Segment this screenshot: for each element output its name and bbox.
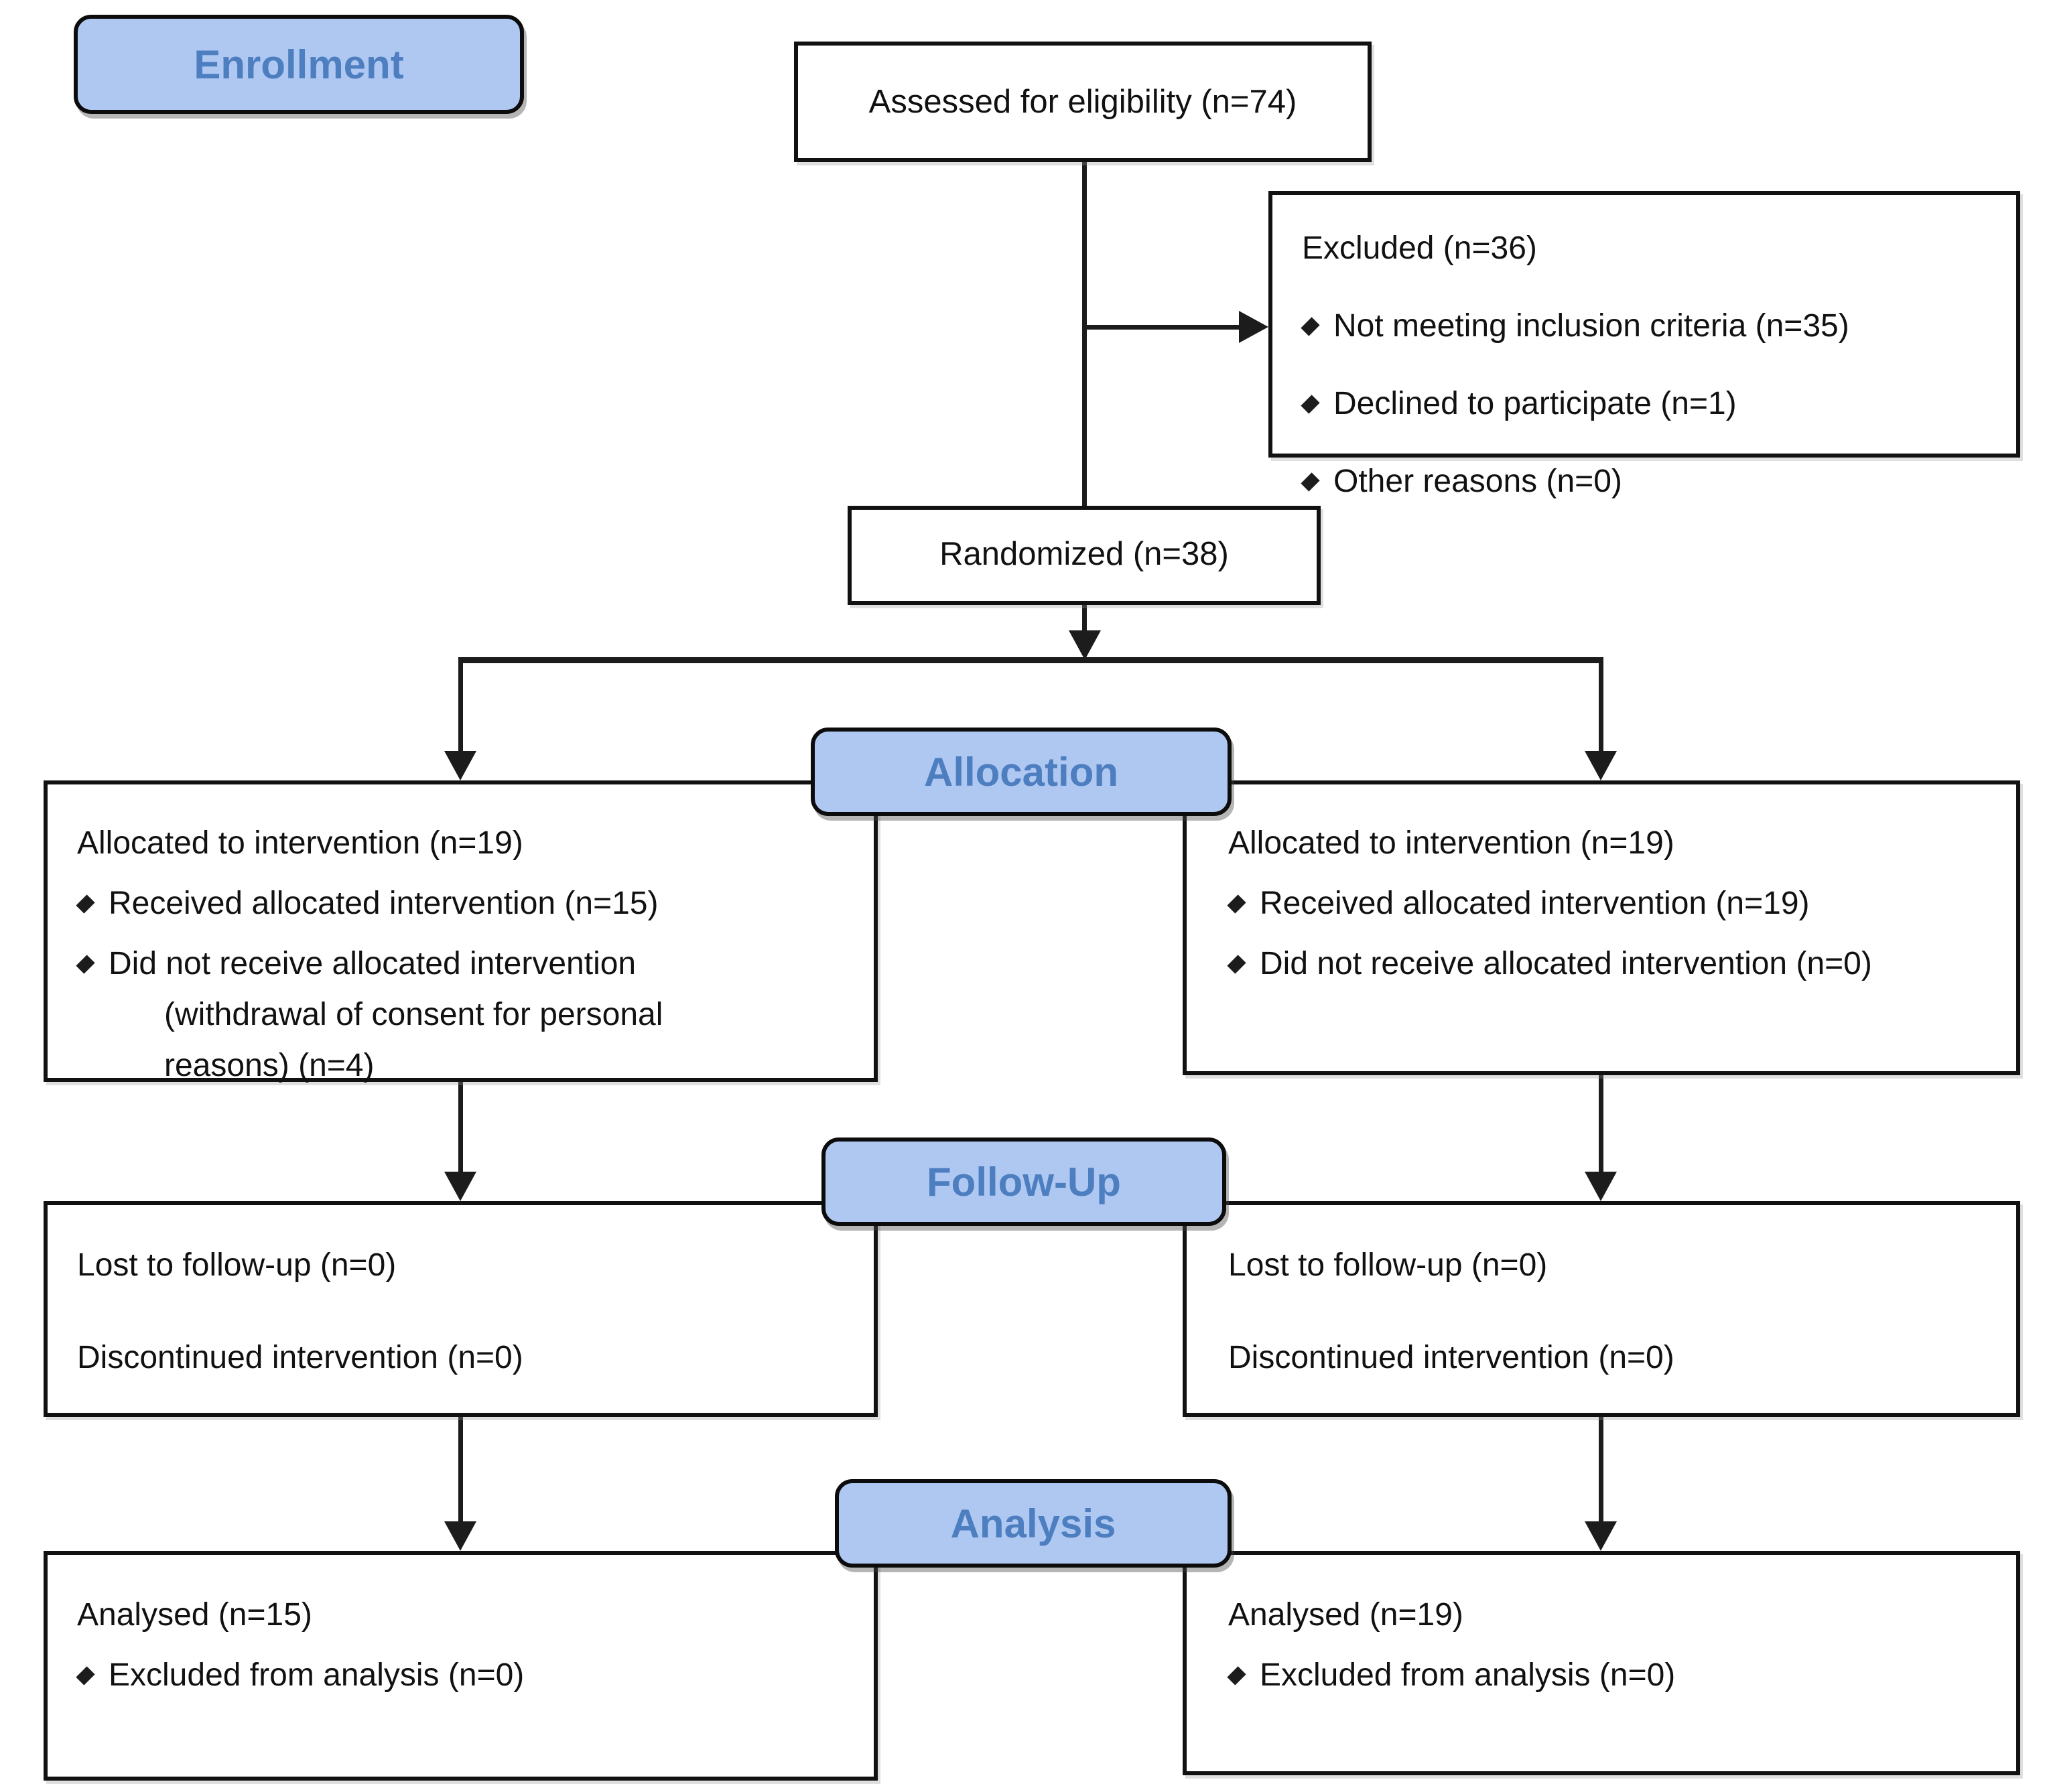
connector-followup-to-analysis-left [458,1416,463,1523]
box-assessed-for-eligibility: Assessed for eligibility (n=74) [794,42,1372,162]
box-followup-left: Lost to follow-up (n=0) Discontinued int… [44,1201,878,1417]
bullet-diamond-icon [1301,472,1320,492]
box-allocation-right: Allocated to intervention (n=19) Receive… [1183,780,2020,1075]
arrowhead-followup-right-icon [1585,1172,1617,1201]
followup-left-line-2: Discontinued intervention (n=0) [77,1340,523,1375]
stage-label-enrollment: Enrollment [194,42,404,87]
stage-badge-allocation: Allocation [811,728,1232,816]
excluded-title: Excluded (n=36) [1302,230,1537,266]
bullet-diamond-icon [76,1666,95,1685]
box-followup-right: Lost to follow-up (n=0) Discontinued int… [1183,1201,2020,1417]
alloc-left-bullet-2-continuation: reasons) (n=4) [164,1048,375,1083]
bullet-diamond-icon [1227,1666,1246,1685]
alloc-left-bullet-2-continuation: (withdrawal of consent for personal [164,997,663,1032]
bullet-diamond-icon [1227,894,1246,914]
stage-badge-enrollment: Enrollment [74,15,524,114]
arrowhead-analysis-right-icon [1585,1521,1617,1551]
connector-alloc-to-followup-right [1599,1074,1603,1173]
list-item: Not meeting inclusion criteria (n=35) [1301,301,2000,352]
stage-label-analysis: Analysis [950,1501,1116,1546]
analysis-left-title: Analysed (n=15) [77,1597,312,1633]
connector-branch-to-alloc-left [458,657,463,752]
bullet-diamond-icon [76,955,95,974]
excluded-bullet-1: Not meeting inclusion criteria (n=35) [1333,308,1849,344]
branch-line [458,657,1603,663]
arrowhead-excluded-icon [1239,311,1268,343]
alloc-right-bullet-1: Received allocated intervention (n=19) [1260,886,1810,921]
stage-badge-analysis: Analysis [835,1479,1232,1568]
list-item: Received allocated intervention (n=19) [1227,878,2005,929]
connector-to-excluded [1084,325,1240,330]
list-item: Did not receive allocated intervention (… [1227,939,2005,989]
connector-alloc-to-followup-left [458,1081,463,1173]
list-item: Received allocated intervention (n=15) [76,878,863,929]
bullet-diamond-icon [76,894,95,914]
bullet-diamond-icon [1227,955,1246,974]
list-item: Other reasons (n=0) [1301,456,2000,507]
stage-label-followup: Follow-Up [927,1159,1121,1204]
analysis-right-bullet-1: Excluded from analysis (n=0) [1260,1657,1676,1693]
arrowhead-analysis-left-icon [444,1521,476,1551]
alloc-right-title: Allocated to intervention (n=19) [1228,825,1674,861]
analysis-left-bullet-1: Excluded from analysis (n=0) [109,1657,525,1693]
bullet-diamond-icon [1301,395,1320,414]
connector-randomized-to-branch [1082,604,1087,633]
box-randomized: Randomized (n=38) [848,506,1321,605]
analysis-right-title: Analysed (n=19) [1228,1597,1463,1633]
stage-label-allocation: Allocation [923,749,1118,795]
bullet-diamond-icon [1301,317,1320,336]
excluded-bullet-3: Other reasons (n=0) [1333,464,1622,499]
arrowhead-alloc-left-icon [444,751,476,780]
box-analysis-left: Analysed (n=15) Excluded from analysis (… [44,1551,878,1781]
box-excluded: Excluded (n=36) Not meeting inclusion cr… [1268,191,2020,499]
randomized-text: Randomized (n=38) [939,536,1229,572]
connector-assessed-to-randomized [1082,161,1087,507]
arrowhead-branch-icon [1069,630,1101,660]
alloc-left-title: Allocated to intervention (n=19) [77,825,523,861]
assessed-text: Assessed for eligibility (n=74) [868,84,1297,120]
connector-followup-to-analysis-right [1599,1416,1603,1523]
list-item: Excluded from analysis (n=0) [76,1650,863,1701]
followup-right-line-2: Discontinued intervention (n=0) [1228,1340,1674,1375]
followup-left-line-1: Lost to follow-up (n=0) [77,1247,397,1283]
followup-right-line-1: Lost to follow-up (n=0) [1228,1247,1548,1283]
arrowhead-followup-left-icon [444,1172,476,1201]
box-allocation-left: Allocated to intervention (n=19) Receive… [44,780,878,1083]
list-item: Excluded from analysis (n=0) [1227,1650,2005,1701]
excluded-bullet-2: Declined to participate (n=1) [1333,386,1737,421]
stage-badge-followup: Follow-Up [821,1138,1226,1226]
alloc-right-bullet-2: Did not receive allocated intervention (… [1260,946,1872,981]
alloc-left-bullet-2: Did not receive allocated intervention [109,946,637,981]
list-item: Declined to participate (n=1) [1301,378,2000,429]
connector-branch-to-alloc-right [1599,657,1603,752]
alloc-left-bullet-1: Received allocated intervention (n=15) [109,886,659,921]
arrowhead-alloc-right-icon [1585,751,1617,780]
list-item: Did not receive allocated intervention [76,939,863,989]
box-analysis-right: Analysed (n=19) Excluded from analysis (… [1183,1551,2020,1775]
